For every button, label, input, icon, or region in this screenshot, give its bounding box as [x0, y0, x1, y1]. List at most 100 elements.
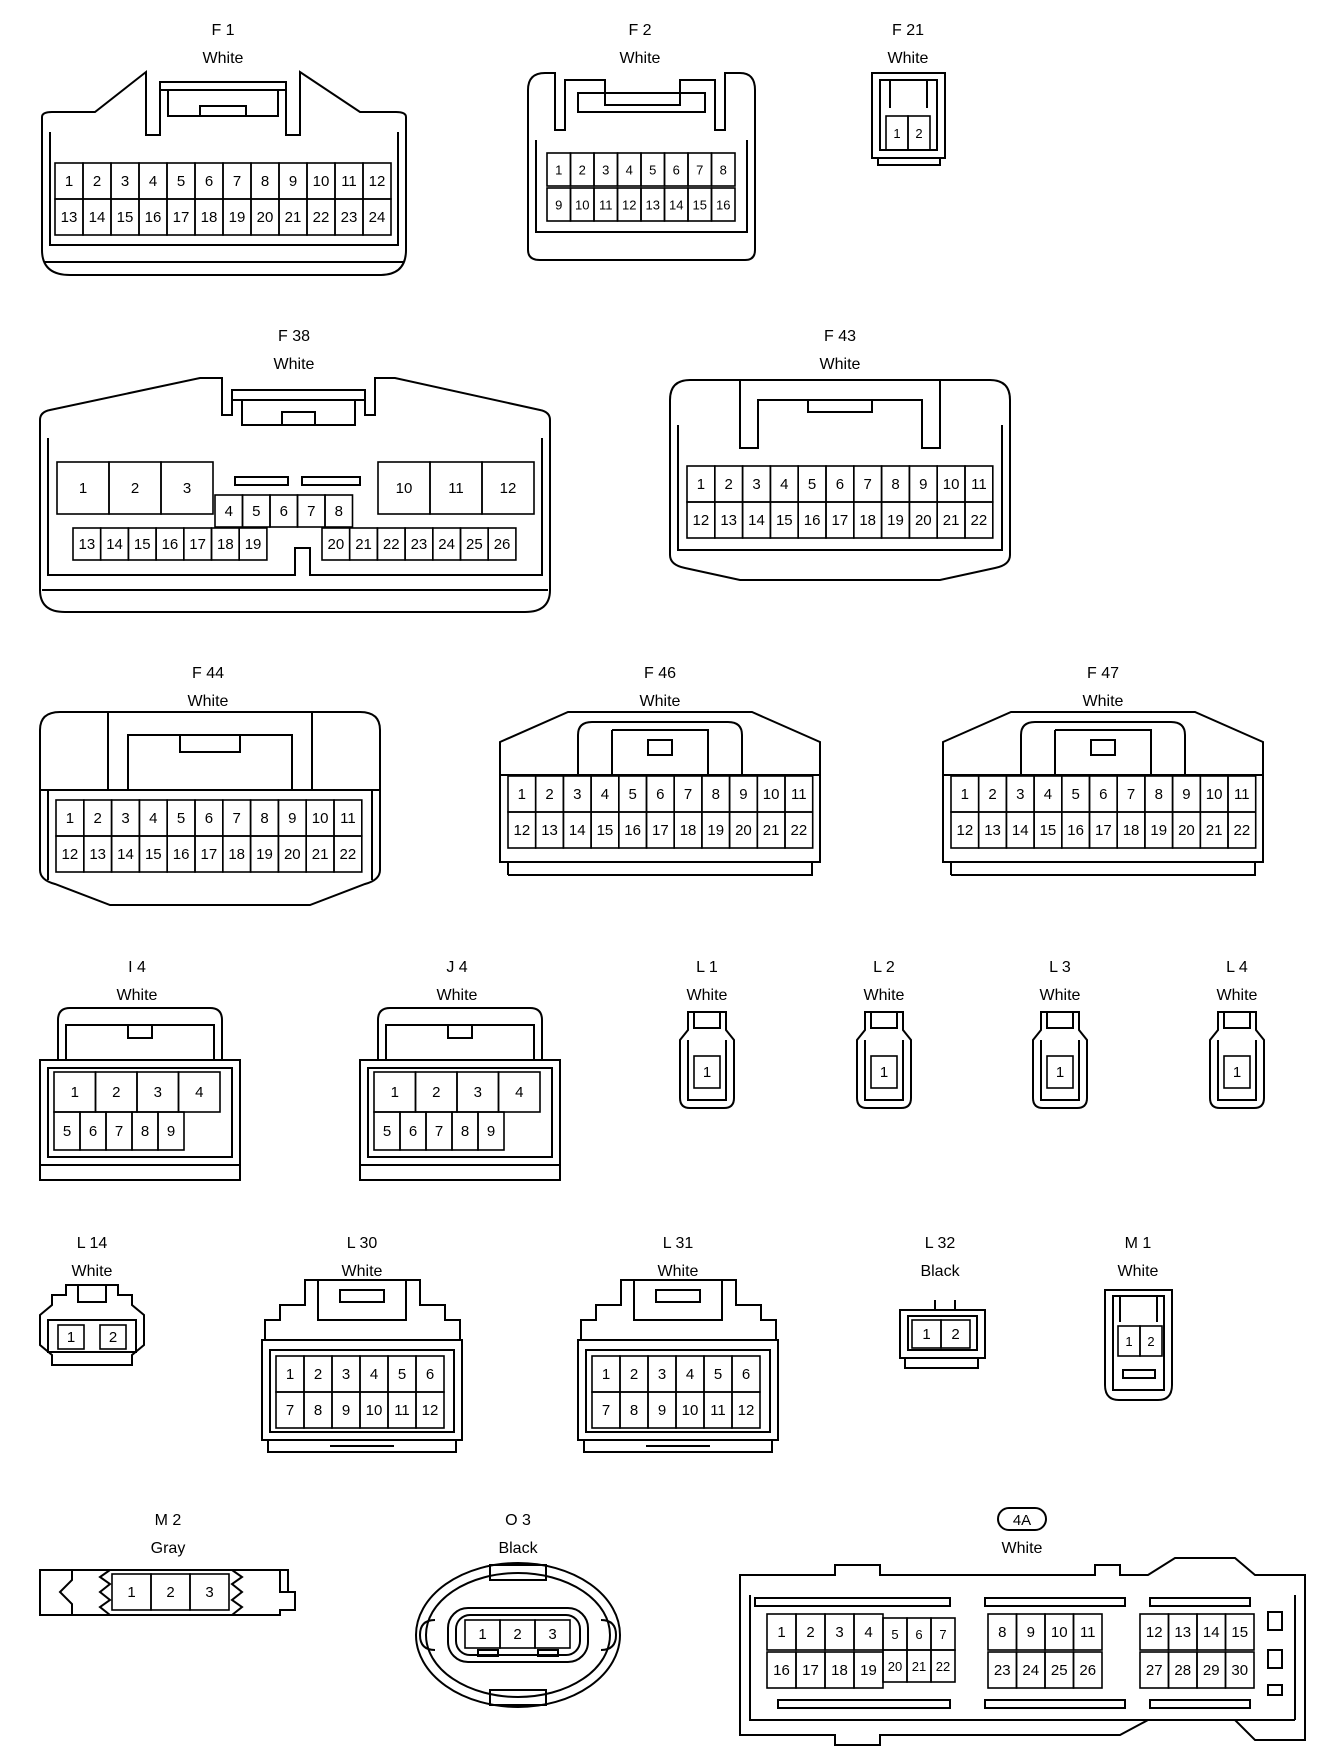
pin-20: 20: [882, 1649, 908, 1683]
pin-22: 22: [306, 198, 336, 236]
pin-number: 17: [802, 1662, 819, 1679]
pin-number: 24: [438, 536, 455, 553]
connector-color: Black: [920, 1263, 960, 1280]
pin-number: 21: [355, 536, 372, 553]
pin-11: 11: [1072, 1613, 1103, 1651]
pin-number: 4: [149, 810, 157, 827]
pin-number: 6: [205, 173, 213, 190]
pin-8: 8: [619, 1391, 649, 1429]
pin-4: 4: [359, 1355, 389, 1393]
pin-22: 22: [333, 835, 363, 873]
pin-number: 13: [646, 198, 660, 213]
pin-4: 4: [497, 1071, 541, 1113]
pin-2: 2: [795, 1613, 826, 1651]
pin-11: 11: [334, 162, 364, 200]
connector-code: L 1: [696, 959, 718, 976]
pin-15: 15: [687, 187, 713, 222]
pin-3: 3: [647, 1355, 677, 1393]
pin-number: 13: [1174, 1624, 1191, 1641]
pin-number: 19: [887, 512, 904, 529]
pin-number: 2: [93, 173, 101, 190]
pin-number: 7: [233, 173, 241, 190]
pin-number: 4: [195, 1084, 203, 1101]
pin-number: 17: [201, 846, 218, 863]
pin-9: 9: [157, 1111, 185, 1151]
connector-color: White: [1002, 1540, 1043, 1557]
pin-17: 17: [183, 527, 213, 561]
pin-16: 16: [138, 198, 168, 236]
pin-number: 18: [680, 822, 697, 839]
connector-color: White: [72, 1263, 113, 1280]
pin-4: 4: [853, 1613, 884, 1651]
pin-14: 14: [110, 835, 141, 873]
pin-number: 2: [988, 786, 996, 803]
pin-number: 2: [1147, 1334, 1154, 1349]
pin-1: 1: [56, 461, 110, 515]
connector-color: White: [117, 987, 158, 1004]
pin-number: 15: [1231, 1624, 1248, 1641]
pin-number: 7: [115, 1123, 123, 1140]
pin-number: 5: [177, 810, 185, 827]
pin-number: 18: [201, 209, 218, 226]
pin-number: 1: [71, 1084, 79, 1101]
pin-number: 15: [117, 209, 134, 226]
pin-20: 20: [908, 501, 939, 539]
connector-code: L 3: [1049, 959, 1071, 976]
pin-2: 2: [534, 775, 565, 813]
pin-16: 16: [766, 1651, 797, 1689]
pin-15: 15: [1033, 811, 1063, 849]
pin-number: 26: [494, 536, 511, 553]
pin-number: 6: [915, 1627, 922, 1642]
pin-10: 10: [377, 461, 431, 515]
pin-18: 18: [824, 1651, 855, 1689]
pin-5: 5: [387, 1355, 417, 1393]
pin-28: 28: [1167, 1651, 1198, 1689]
pin-number: 9: [288, 810, 296, 827]
pin-number: 26: [1079, 1662, 1096, 1679]
pin-21: 21: [936, 501, 966, 539]
pin-3: 3: [534, 1619, 571, 1649]
pin-number: 8: [712, 786, 720, 803]
pin-1: 1: [950, 775, 980, 813]
pin-number: 17: [189, 536, 206, 553]
pin-5: 5: [373, 1111, 401, 1151]
connector-code: L 4: [1226, 959, 1248, 976]
pin-number: 10: [396, 480, 413, 497]
pin-8: 8: [303, 1391, 333, 1429]
pin-number: 2: [915, 126, 922, 141]
pin-1: 1: [1046, 1055, 1074, 1089]
pin-number: 27: [1146, 1662, 1163, 1679]
pin-number: 25: [1051, 1662, 1068, 1679]
pin-9: 9: [1171, 775, 1202, 813]
connector-code: J 4: [446, 959, 467, 976]
pin-number: 21: [285, 209, 302, 226]
pin-19: 19: [701, 811, 731, 849]
pin-number: 9: [658, 1402, 666, 1419]
pin-4: 4: [616, 152, 642, 187]
pin-25: 25: [1044, 1651, 1075, 1689]
pin-number: 5: [628, 786, 636, 803]
pin-number: 22: [791, 822, 808, 839]
pin-10: 10: [1199, 775, 1229, 813]
pin-number: 2: [806, 1624, 814, 1641]
pin-6: 6: [663, 152, 689, 187]
pin-5: 5: [241, 494, 271, 528]
pin-9: 9: [477, 1111, 505, 1151]
pin-11: 11: [964, 465, 994, 503]
pin-number: 8: [1155, 786, 1163, 803]
pin-14: 14: [99, 527, 130, 561]
pin-8: 8: [987, 1613, 1018, 1651]
pin-number: 17: [832, 512, 849, 529]
pin-2: 2: [94, 1071, 138, 1113]
pin-12: 12: [55, 835, 85, 873]
pin-number: 10: [575, 198, 589, 213]
pin-11: 11: [333, 799, 363, 837]
pin-number: 1: [286, 1366, 294, 1383]
pin-16: 16: [710, 187, 736, 222]
pin-number: 9: [289, 173, 297, 190]
pin-5: 5: [166, 799, 196, 837]
pin-2: 2: [82, 162, 112, 200]
pin-number: 11: [340, 810, 356, 827]
pin-6: 6: [1088, 775, 1119, 813]
